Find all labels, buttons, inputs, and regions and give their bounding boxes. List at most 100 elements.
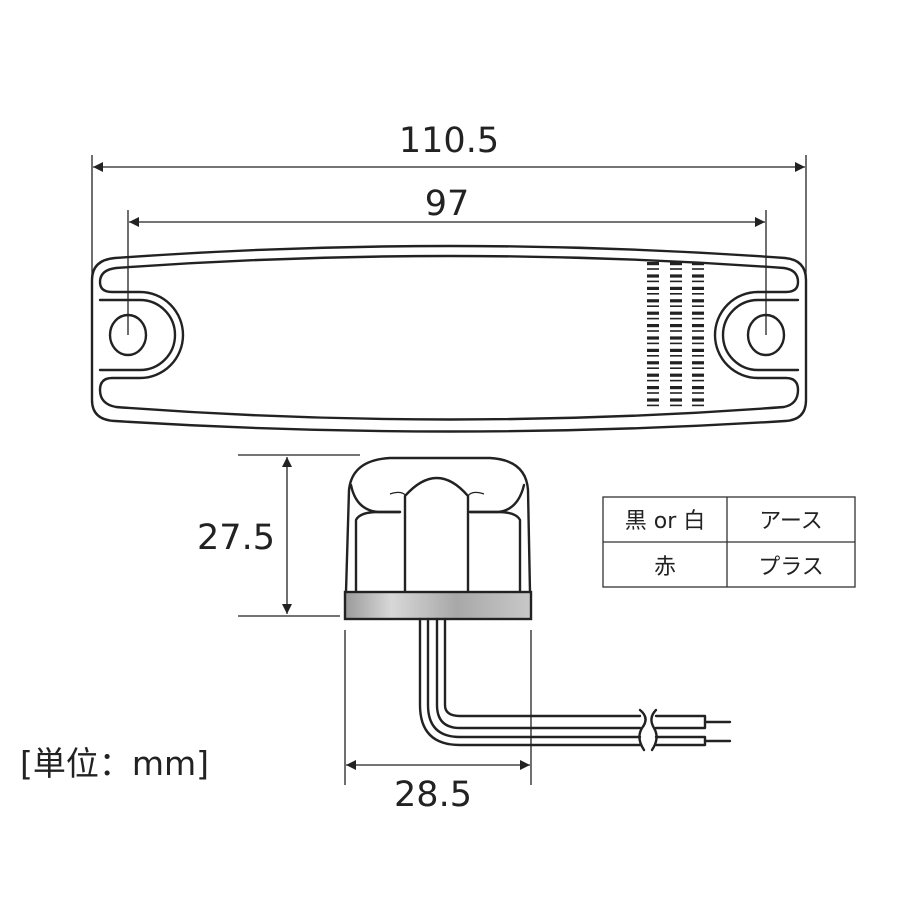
led-dot <box>647 268 659 270</box>
led-dot <box>692 330 704 332</box>
base-width-label: 28.5 <box>394 775 472 815</box>
led-dot <box>647 274 659 278</box>
base-band <box>343 590 533 621</box>
led-dot <box>670 330 682 332</box>
lens-facet-lines <box>349 483 526 514</box>
led-dot <box>670 398 682 402</box>
led-dot <box>692 324 704 328</box>
led-dot <box>647 373 659 377</box>
led-dot <box>670 355 682 357</box>
overall-length-label: 110.5 <box>399 121 499 161</box>
top-view <box>90 244 808 433</box>
led-dot <box>647 324 659 328</box>
led-dot <box>647 367 659 369</box>
led-dot <box>670 274 682 278</box>
led-dot <box>692 379 704 382</box>
led-dot <box>670 324 682 328</box>
led-dot <box>647 398 659 402</box>
led-dot <box>647 311 659 315</box>
dimension-base-width: 28.5 <box>344 630 532 815</box>
led-dot <box>692 342 704 345</box>
lens-side-facets <box>354 510 522 594</box>
wiring-table: 黒 or 白 アース 赤 プラス <box>602 496 856 588</box>
unit-label: [単位：mm] <box>20 744 209 783</box>
led-dot <box>670 386 682 390</box>
led-dot <box>670 317 682 320</box>
led-dot <box>692 355 704 357</box>
led-dot <box>692 398 704 402</box>
led-dot <box>692 348 704 352</box>
dimension-height: 27.5 <box>197 454 360 617</box>
led-dot <box>692 268 704 270</box>
wire-function-positive: プラス <box>758 555 824 580</box>
led-dot <box>670 305 682 307</box>
led-dot <box>692 386 704 390</box>
led-dot <box>670 280 682 283</box>
led-dot <box>692 280 704 283</box>
led-dot <box>670 404 682 407</box>
wire-color-positive: 赤 <box>654 555 676 580</box>
led-dot <box>670 293 682 295</box>
led-dot <box>647 286 659 290</box>
led-dot <box>670 311 682 315</box>
led-dot <box>647 293 659 295</box>
lens-facet-details <box>389 491 485 497</box>
led-dot <box>647 348 659 352</box>
led-dot <box>692 367 704 369</box>
led-dot <box>647 386 659 390</box>
led-dot <box>670 392 682 394</box>
led-dot <box>670 262 682 266</box>
led-dot <box>647 355 659 357</box>
led-dot <box>692 305 704 307</box>
led-dot <box>670 342 682 345</box>
led-dot <box>647 361 659 365</box>
led-dot <box>647 262 659 266</box>
led-dot <box>692 299 704 303</box>
led-dot <box>647 392 659 394</box>
led-dot <box>692 262 704 266</box>
hole-pitch-label: 97 <box>425 184 470 224</box>
led-dot <box>692 274 704 278</box>
lamp-outer-outline <box>90 244 808 433</box>
led-dot <box>692 286 704 290</box>
led-dot <box>670 268 682 270</box>
led-dot <box>670 361 682 365</box>
led-dot <box>670 373 682 377</box>
led-dot <box>670 286 682 290</box>
wire-color-ground: 黒 or 白 <box>625 509 706 534</box>
left-mount-lobe <box>98 298 177 372</box>
led-dot <box>692 311 704 315</box>
led-dot <box>670 367 682 369</box>
led-dot <box>692 404 704 407</box>
led-dot <box>692 317 704 320</box>
led-dot-pattern <box>647 262 704 407</box>
height-label: 27.5 <box>197 518 275 558</box>
led-dot <box>692 293 704 295</box>
led-dot <box>647 317 659 320</box>
led-dot <box>647 336 659 340</box>
led-dot <box>647 305 659 307</box>
led-dot <box>670 379 682 382</box>
led-dot <box>647 342 659 345</box>
led-dot <box>692 361 704 365</box>
wire-function-ground: アース <box>759 509 823 534</box>
lead-wires <box>418 617 732 752</box>
led-dot <box>670 299 682 303</box>
lens-cap <box>344 456 532 594</box>
led-dot <box>670 348 682 352</box>
led-dot <box>647 404 659 407</box>
side-view <box>343 456 732 752</box>
dimension-hole-pitch: 97 <box>127 184 767 335</box>
led-dot <box>692 373 704 377</box>
right-mount-lobe <box>721 298 800 372</box>
led-dot <box>647 379 659 382</box>
dimension-overall-length: 110.5 <box>91 121 807 290</box>
lens-center-facet <box>403 476 470 594</box>
led-dot <box>647 299 659 303</box>
led-dot <box>647 330 659 332</box>
led-dot <box>692 336 704 340</box>
led-dot <box>670 336 682 340</box>
lamp-inner-outline <box>98 254 800 421</box>
led-dot <box>647 280 659 283</box>
